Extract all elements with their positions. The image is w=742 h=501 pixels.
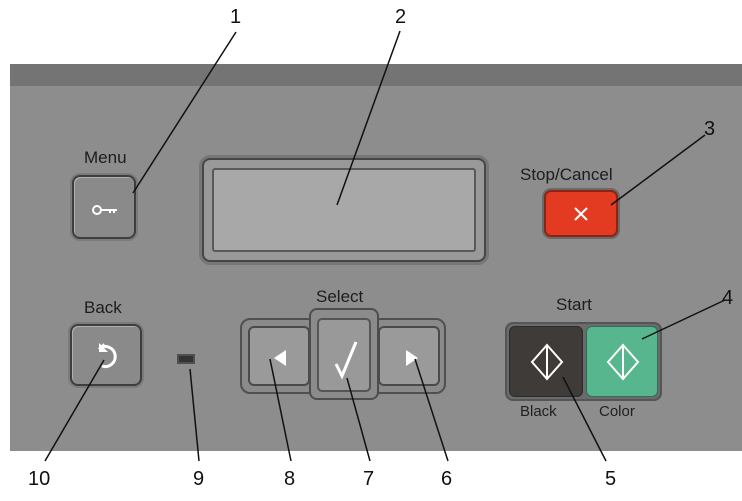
callout-10: 10 <box>28 468 51 490</box>
diamond-start-icon <box>530 343 564 381</box>
menu-button[interactable] <box>72 175 136 239</box>
callout-8: 8 <box>284 468 296 490</box>
callout-2: 2 <box>395 6 407 28</box>
indicator-light <box>177 354 195 364</box>
panel-top-strip <box>10 64 742 88</box>
start-button-group <box>505 322 662 401</box>
callout-3: 3 <box>704 118 716 140</box>
start-black-button[interactable] <box>509 326 583 397</box>
right-arrow-button[interactable] <box>378 326 440 386</box>
diamond-start-icon <box>606 343 640 381</box>
select-navigation-cluster <box>240 308 446 402</box>
select-middle-frame <box>309 308 379 400</box>
select-button[interactable] <box>317 318 371 392</box>
start-label: Start <box>556 295 592 314</box>
select-label: Select <box>316 287 364 306</box>
stop-cancel-button[interactable] <box>544 190 618 237</box>
callout-6: 6 <box>441 468 453 490</box>
callout-5: 5 <box>605 468 617 490</box>
right-arrow-icon <box>406 350 418 366</box>
callout-4: 4 <box>722 287 734 309</box>
callout-7: 7 <box>363 468 375 490</box>
left-arrow-button[interactable] <box>248 326 310 386</box>
display-window <box>212 168 476 252</box>
callout-1: 1 <box>230 6 242 28</box>
stop-cancel-label: Stop/Cancel <box>520 165 613 184</box>
color-label: Color <box>599 403 635 420</box>
close-icon <box>574 206 588 221</box>
key-icon <box>92 205 117 215</box>
black-label: Black <box>520 403 557 420</box>
check-icon <box>334 341 358 380</box>
start-color-button[interactable] <box>586 326 658 397</box>
undo-arrow-icon <box>97 343 117 369</box>
menu-label: Menu <box>84 148 127 167</box>
back-button[interactable] <box>70 324 142 386</box>
back-label: Back <box>84 298 122 317</box>
left-arrow-icon <box>274 350 286 366</box>
callout-9: 9 <box>193 468 205 490</box>
display-screen <box>202 158 486 262</box>
